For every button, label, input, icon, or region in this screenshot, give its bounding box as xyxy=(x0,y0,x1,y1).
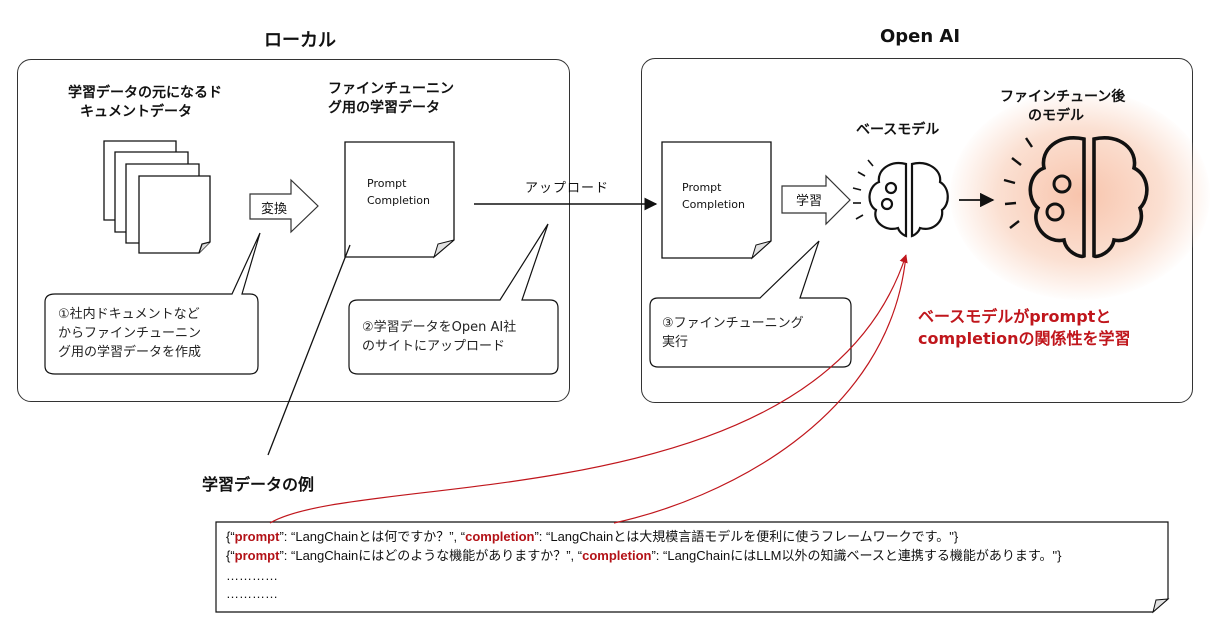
example-ellipsis-1: ………… xyxy=(226,568,278,583)
local-section-title: ローカル xyxy=(264,30,336,51)
example-title: 学習データの例 xyxy=(202,475,315,494)
convert-label: 変換 xyxy=(261,202,288,217)
openai-section-title: Open AI xyxy=(879,26,961,47)
callout3-text: ③ファインチューニング 実行 xyxy=(662,316,804,350)
brain-gears-icon xyxy=(852,159,949,238)
document-stack-icon xyxy=(103,140,211,254)
finetuned-model-label: ファインチューン後 のモデル xyxy=(1000,89,1126,124)
convert-arrow-icon xyxy=(249,178,319,234)
example-ellipsis-2: ………… xyxy=(226,586,278,601)
finetune-data-label: ファインチューニン グ用の学習データ xyxy=(328,81,454,116)
callout2-bubble xyxy=(348,223,559,375)
finetuned-brain-icon xyxy=(1003,136,1149,259)
source-docs-label: 学習データの元になるド キュメントデータ xyxy=(68,85,222,120)
example-line-2: {“prompt”: “LangChainにはどのような機能がありますか？”, … xyxy=(226,548,1062,563)
learn-label: 学習 xyxy=(796,194,823,209)
red-note: ベースモデルがpromptと completionの関係性を学習 xyxy=(918,307,1131,348)
callout3-bubble xyxy=(649,240,852,368)
upload-label: アップロード xyxy=(525,181,610,196)
callout2-text: ②学習データをOpen AI社 のサイトにアップロード xyxy=(362,320,517,354)
example-line-1: {“prompt”: “LangChainとは何ですか？”, “completi… xyxy=(226,529,959,544)
learn-arrow-icon xyxy=(781,174,851,226)
openai-doc-text: Prompt Completion xyxy=(682,181,746,211)
callout1-text: ①社内ドキュメントなど からファインチューニン グ用の学習データを作成 xyxy=(58,307,202,360)
callout1-bubble xyxy=(44,232,261,375)
base-model-label: ベースモデル xyxy=(856,122,940,138)
local-doc-text: Prompt Completion xyxy=(367,177,431,207)
